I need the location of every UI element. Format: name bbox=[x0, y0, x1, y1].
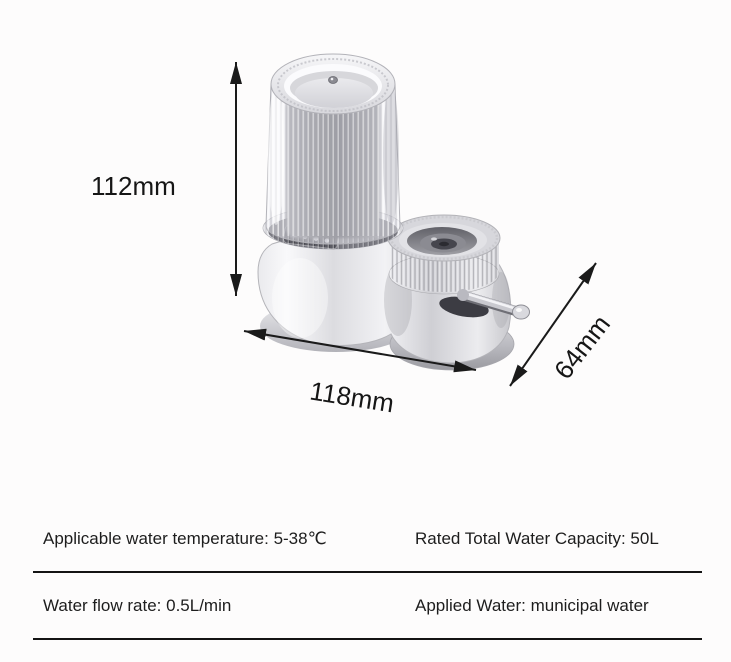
faucet-connector bbox=[387, 214, 501, 295]
spec-rated-capacity: Rated Total Water Capacity: 50L bbox=[415, 528, 659, 548]
base-highlight bbox=[272, 258, 328, 338]
dimension-arrow-width bbox=[243, 328, 477, 373]
lever-cap-glint bbox=[516, 308, 522, 312]
dimension-label-height: 112mm bbox=[91, 171, 176, 201]
aerator-hole bbox=[439, 241, 449, 247]
connector-glint bbox=[431, 237, 437, 241]
housing-left-sheen bbox=[268, 85, 284, 225]
top-disc bbox=[295, 78, 373, 108]
spec-row: Water flow rate: 0.5L/min Applied Water:… bbox=[33, 573, 702, 640]
lever-rod-highlight bbox=[464, 292, 519, 311]
lever-pivot bbox=[457, 289, 469, 301]
rim-serration bbox=[277, 58, 389, 112]
spec-table: Applicable water temperature: 5-38℃ Rate… bbox=[33, 506, 702, 640]
filter-housing bbox=[262, 53, 404, 250]
dimension-arrow-depth bbox=[509, 262, 597, 387]
housing-right-shade bbox=[383, 85, 399, 225]
spec-row: Applicable water temperature: 5-38℃ Rate… bbox=[33, 506, 702, 573]
spec-water-temperature: Applicable water temperature: 5-38℃ bbox=[43, 528, 327, 548]
base-edge-shadow bbox=[492, 272, 510, 328]
top-nub-glint bbox=[330, 77, 334, 81]
dimension-arrows bbox=[230, 62, 597, 387]
product-illustration bbox=[230, 53, 597, 387]
spec-applied-water: Applied Water: municipal water bbox=[415, 595, 649, 615]
top-nub bbox=[328, 76, 338, 84]
spec-flow-rate: Water flow rate: 0.5L/min bbox=[43, 595, 232, 615]
lever-end-cap bbox=[512, 304, 530, 320]
